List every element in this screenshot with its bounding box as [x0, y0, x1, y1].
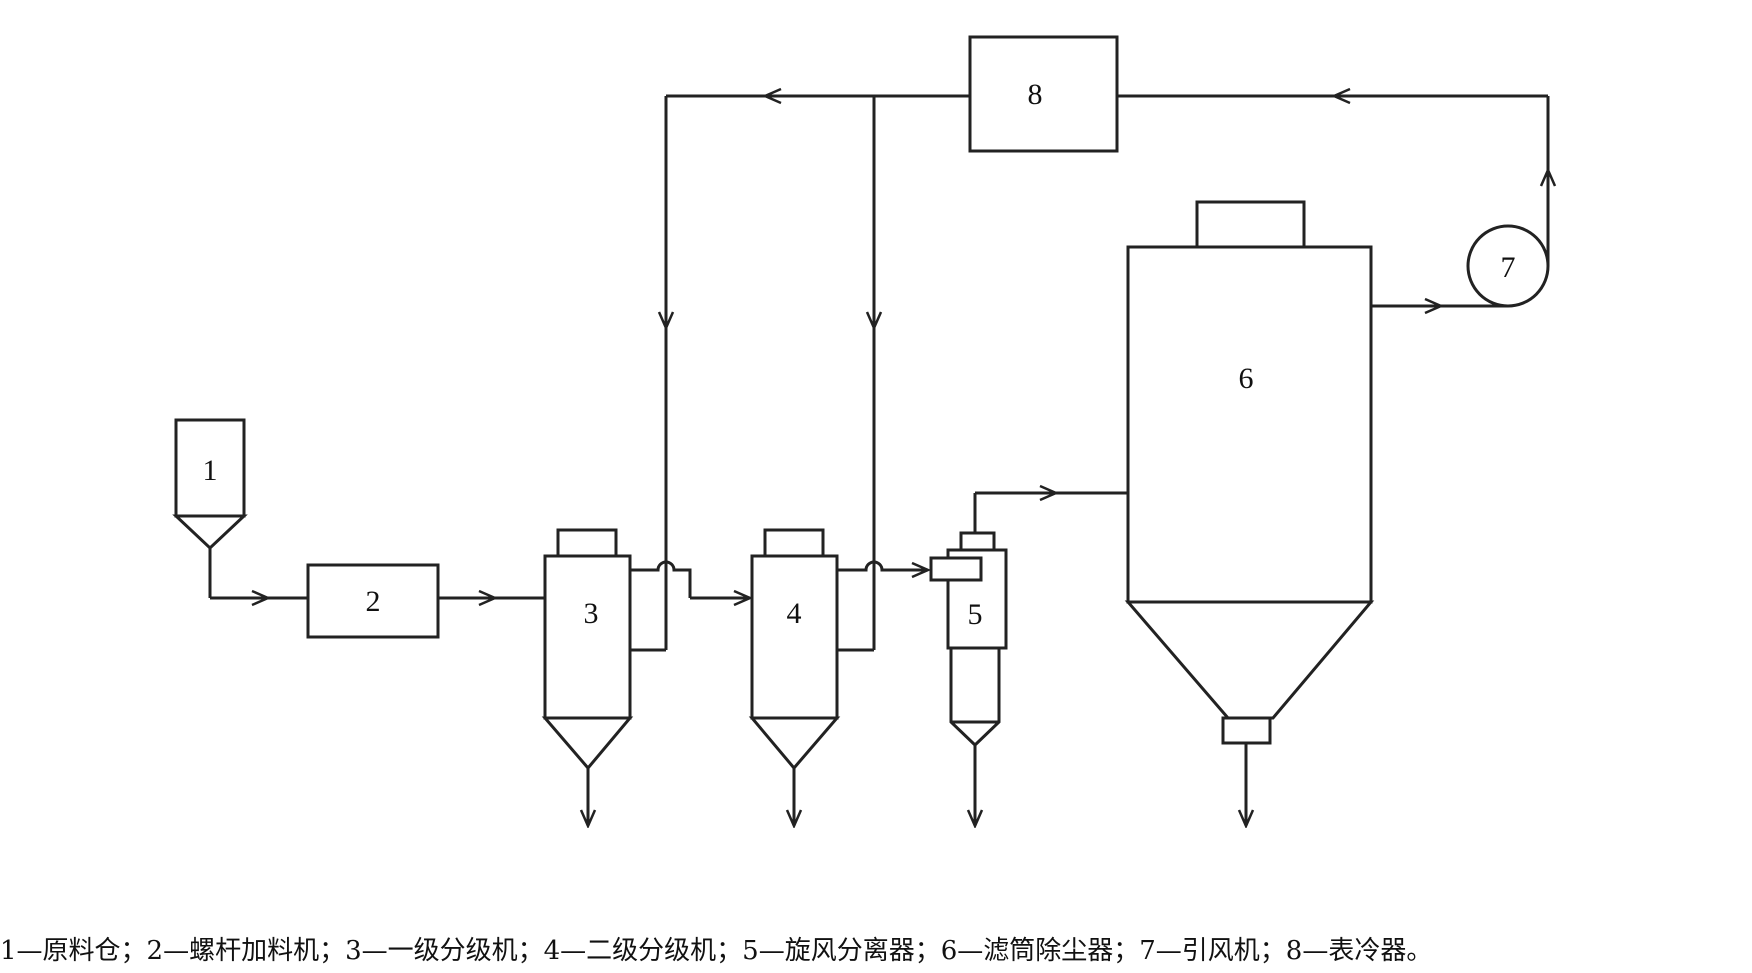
screw-feeder: 2: [306, 563, 440, 639]
diagram-legend-caption: 1—原料仓；2—螺杆加料机；3—一级分级机；4—二级分级机；5—旋风分离器；6—…: [0, 936, 1433, 966]
secondary-classifier: 4: [748, 528, 841, 771]
flow-lines: [208, 96, 1548, 826]
surface-cooler: 8: [968, 35, 1119, 153]
unit-label-5: 5: [968, 598, 983, 631]
unit-label-3: 3: [584, 597, 599, 630]
unit-label-1: 1: [203, 454, 218, 487]
cyclone-separator: 5: [929, 531, 1008, 748]
unit-label-7: 7: [1501, 251, 1516, 284]
cartridge-dust-collector: 6: [1124, 200, 1375, 745]
raw-material-bin: 1: [172, 418, 248, 551]
induced-draft-fan: 7: [1466, 224, 1550, 308]
unit-label-4: 4: [787, 597, 802, 630]
primary-classifier: 3: [541, 528, 634, 771]
unit-label-2: 2: [366, 585, 381, 618]
unit-label-6: 6: [1239, 362, 1254, 395]
unit-label-8: 8: [1028, 78, 1043, 111]
